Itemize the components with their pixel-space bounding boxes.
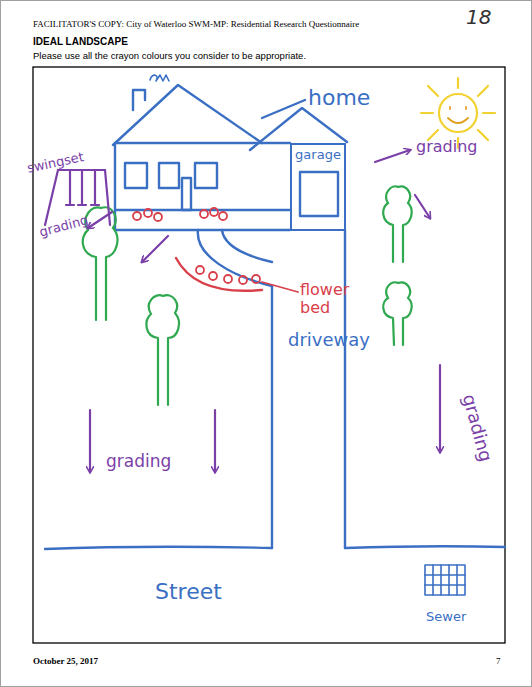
flower [200,210,208,218]
date-footer: October 25, 2017 [33,657,98,667]
tree [383,186,411,262]
driveway-label: driveway [288,330,370,350]
window [159,163,179,188]
door [182,178,191,210]
page-number-handwritten: 18 [466,6,491,28]
flower [210,208,218,216]
swingset-label: swingset [26,150,85,176]
flower-bed-outline [176,258,262,291]
grading-arrow [415,195,430,218]
sewer-grate-bars [425,565,465,595]
sewer-label: Sewer [426,610,466,624]
home-pointer [262,100,305,118]
grading-arrow [142,236,168,262]
grading-arrow [375,150,410,162]
flower [224,275,232,283]
walkway [198,230,272,286]
grading-label: grading [106,452,171,471]
flower [239,276,247,284]
flowers [133,208,298,292]
house-roof [113,85,262,145]
flower-bed-pointer [262,282,298,292]
grading-arrow [88,212,112,228]
grading-label: grading [459,392,496,464]
garage-box: garage [290,143,346,231]
house [45,75,505,595]
chimney [133,90,145,110]
header-line: FACILITATOR'S COPY: City of Waterloo SWM… [33,20,453,30]
drawing-frame [33,67,505,643]
garage-window [300,172,338,216]
window [125,163,147,188]
flower [154,213,162,221]
flower [196,266,204,274]
flower [144,209,152,217]
grading-marks [45,150,440,472]
flower [252,275,260,283]
tree [383,282,411,345]
flower-bed-label: flower bed [300,281,362,316]
window [195,163,217,188]
flower [133,212,141,220]
flower [219,212,227,220]
garage-label: garage [292,148,344,162]
chimney-smoke [150,75,169,81]
grading-arrow [89,410,91,472]
instruction-text: Please use all the crayon colours you co… [33,51,473,61]
sewer-grate-frame [425,565,465,595]
street-edge [45,546,505,549]
sun-disc [439,94,477,132]
tree [146,295,179,405]
street-label: Street [155,580,222,604]
grading-label: grading [416,138,477,156]
page-title: IDEAL LANDSCAPE [33,36,128,47]
sewer-grate [425,565,465,595]
house-body [115,143,290,230]
house-label: home [308,86,370,110]
driveway-edge [272,230,345,548]
sun-face [448,107,468,123]
flower [209,272,217,280]
grading-arrow [214,410,216,472]
page-number: 7 [496,657,501,667]
grading-arrow [439,365,441,452]
trees [83,186,412,405]
